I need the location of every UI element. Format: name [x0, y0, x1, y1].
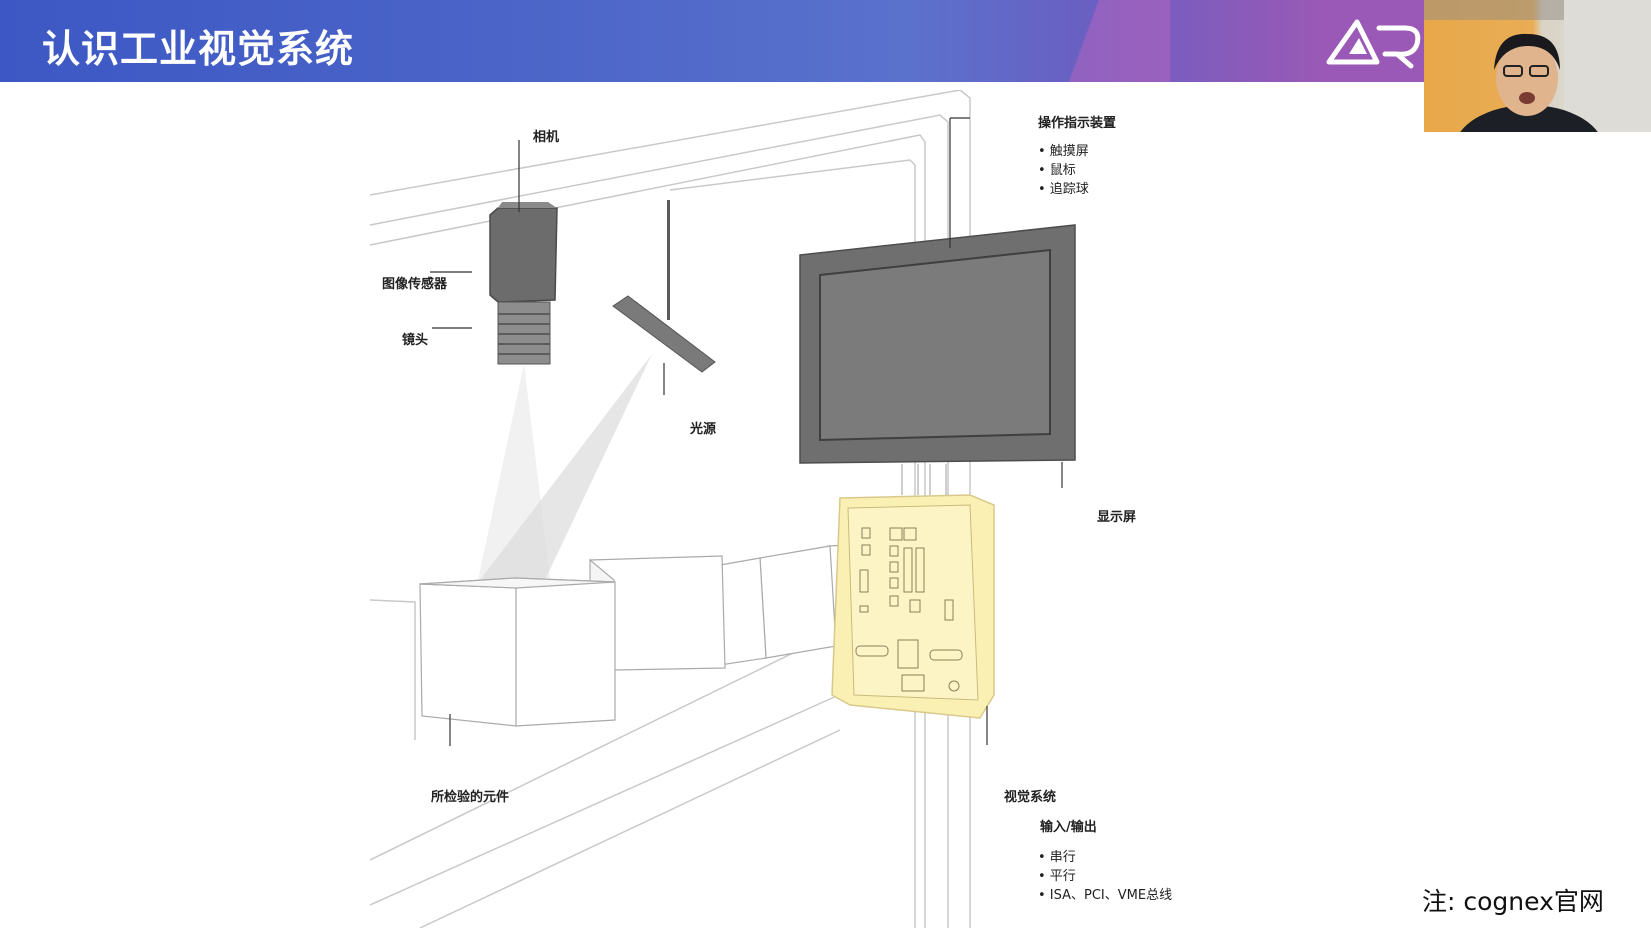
io-item: • 串行: [1038, 850, 1076, 865]
label-display: 显示屏: [1097, 510, 1137, 525]
label-light-source: 光源: [690, 422, 717, 437]
label-inspected-part: 所检验的元件: [431, 790, 510, 805]
leader-lines: [430, 117, 1063, 746]
label-vision-system: 视觉系统: [1004, 790, 1057, 805]
vision-system-box: [831, 494, 995, 719]
operator-item: • 鼠标: [1038, 163, 1076, 178]
operator-item: • 触摸屏: [1038, 144, 1089, 159]
io-item: • 平行: [1038, 869, 1076, 884]
label-lens: 镜头: [402, 333, 429, 348]
brand-logo: [1326, 19, 1421, 69]
monitor-illustration: [799, 224, 1076, 495]
presenter-webcam: [1424, 0, 1651, 132]
machine-vision-diagram: [370, 90, 1076, 928]
slide-header: 认识工业视觉系统: [0, 0, 1651, 82]
io-item: • ISA、PCI、VME总线: [1038, 888, 1173, 903]
label-camera: 相机: [533, 130, 560, 145]
source-note: 注: cognex官网: [1422, 887, 1604, 916]
operator-item: • 追踪球: [1038, 182, 1089, 197]
light-illustration: [480, 200, 716, 580]
presenter-avatar: [1424, 0, 1651, 132]
page-title: 认识工业视觉系统: [42, 27, 355, 71]
label-image-sensor: 图像传感器: [382, 277, 448, 292]
label-operator-interface: 操作指示装置: [1038, 116, 1117, 131]
header-decoration: [1030, 0, 1170, 82]
label-io: 输入/输出: [1040, 820, 1097, 835]
